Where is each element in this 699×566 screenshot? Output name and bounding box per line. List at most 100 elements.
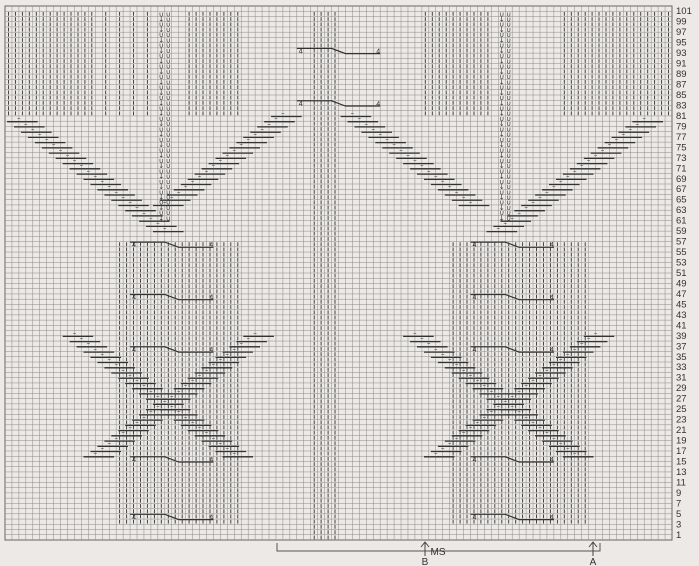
decrease-mark: –: [163, 397, 167, 405]
twisted-stitch: ∪: [506, 99, 511, 107]
decrease-mark: –: [441, 350, 445, 358]
twisted-stitch: ∪: [159, 199, 164, 207]
decrease-mark: –: [545, 188, 549, 196]
decrease-mark: –: [594, 151, 598, 159]
cable-crossings: ––––––––––––––––––––––––––––––––––––––––…: [7, 47, 663, 521]
decrease-mark: –: [413, 329, 417, 337]
twisted-stitch: ∪: [506, 141, 511, 149]
row-number: 5: [676, 509, 681, 520]
twisted-stitch: ↓: [499, 194, 505, 202]
twisted-stitch: ∪: [166, 31, 171, 39]
decrease-mark: –: [587, 334, 591, 342]
row-number: 81: [676, 111, 687, 122]
chart-grid: [4, 5, 673, 541]
decrease-mark: –: [212, 162, 216, 170]
twisted-stitch: ↓: [499, 26, 505, 34]
decrease-mark: –: [636, 120, 640, 128]
decrease-mark: –: [531, 376, 535, 384]
decrease-mark: –: [552, 434, 556, 442]
twisted-stitch: ↓: [158, 16, 164, 24]
decrease-mark: –: [191, 376, 195, 384]
cable-diagonal: [486, 121, 663, 233]
repeat-marker: MS B A: [276, 541, 601, 566]
row-number: 69: [676, 174, 687, 185]
decrease-mark: –: [497, 225, 501, 233]
twisted-stitch: ∪: [499, 10, 504, 18]
twisted-stitch: ∪: [166, 188, 171, 196]
twisted-stitch: ∪: [499, 94, 504, 102]
decrease-mark: –: [107, 183, 111, 191]
twisted-stitch: ∪: [506, 146, 511, 154]
decrease-mark: –: [52, 141, 56, 149]
decrease-mark: –: [205, 366, 209, 374]
decrease-mark: –: [94, 450, 98, 458]
decrease-mark: –: [608, 141, 612, 149]
twisted-stitch: ↓: [499, 131, 505, 139]
decrease-mark: –: [59, 146, 63, 154]
decrease-mark: –: [406, 151, 410, 159]
decrease-mark: –: [545, 429, 549, 437]
decrease-mark: –: [107, 355, 111, 363]
decrease-mark: –: [510, 214, 514, 222]
twisted-stitch: ↓: [158, 57, 164, 65]
decrease-mark: –: [226, 350, 230, 358]
cable-crossing: [130, 293, 214, 301]
decrease-mark: –: [448, 439, 452, 447]
twisted-stitch: ∪: [166, 68, 171, 76]
row-number: 13: [676, 467, 687, 478]
row-number: 97: [676, 27, 687, 38]
decrease-mark: –: [573, 450, 577, 458]
decrease-mark: –: [517, 209, 521, 217]
decrease-mark: –: [107, 439, 111, 447]
decrease-mark: –: [594, 329, 598, 337]
twisted-stitch: ∪: [499, 84, 504, 92]
cable-diagonal: [340, 115, 490, 207]
twisted-stitch: ∪: [499, 157, 504, 165]
twisted-stitch: ∪: [159, 167, 164, 175]
cable-crossing: [130, 513, 214, 521]
twisted-stitch: ∪: [506, 167, 511, 175]
cable-crossing: [130, 241, 214, 248]
decrease-mark: –: [573, 345, 577, 353]
row-number: 77: [676, 132, 687, 143]
row-number: 1: [676, 530, 681, 541]
twisted-stitch: ↓: [158, 78, 164, 86]
row-number: 91: [676, 59, 687, 70]
cable-diagonal: [424, 335, 615, 458]
twisted-stitch: ∪: [166, 214, 171, 222]
decrease-mark: –: [392, 141, 396, 149]
row-number: 53: [676, 258, 687, 269]
decrease-mark: –: [121, 366, 125, 374]
twisted-stitch: ∪: [166, 73, 171, 81]
decrease-mark: –: [114, 434, 118, 442]
decrease-mark: –: [87, 340, 91, 348]
twisted-stitch: ∪: [166, 120, 171, 128]
cable-count-right: 4: [550, 457, 554, 464]
decrease-mark: –: [149, 387, 153, 395]
twisted-stitch: ∪: [166, 94, 171, 102]
twisted-stitch: ∪: [506, 89, 511, 97]
decrease-mark: –: [476, 418, 480, 426]
twisted-stitch: ∪: [499, 31, 504, 39]
twisted-stitch: ↓: [499, 99, 505, 107]
decrease-mark: –: [538, 371, 542, 379]
cable-count-left: 4: [473, 514, 477, 521]
cable-count-left: 4: [473, 242, 477, 249]
twisted-stitch: ∪: [166, 194, 171, 202]
decrease-mark: –: [483, 413, 487, 421]
twisted-stitch: ∪: [166, 178, 171, 186]
decrease-mark: –: [239, 340, 243, 348]
decrease-mark: –: [17, 115, 21, 123]
twisted-stitch: ∪: [506, 57, 511, 65]
twisted-stitch: ↓: [158, 26, 164, 34]
cable-crossing: [296, 100, 381, 107]
decrease-mark: –: [31, 125, 35, 133]
decrease-mark: –: [448, 355, 452, 363]
decrease-mark: –: [441, 444, 445, 452]
twisted-stitch: ∪: [506, 131, 511, 139]
decrease-mark: –: [163, 397, 167, 405]
cable-count-left: 4: [132, 514, 136, 521]
cable-count-left: 4: [132, 457, 136, 464]
twisted-stitch: ∪: [506, 105, 511, 113]
